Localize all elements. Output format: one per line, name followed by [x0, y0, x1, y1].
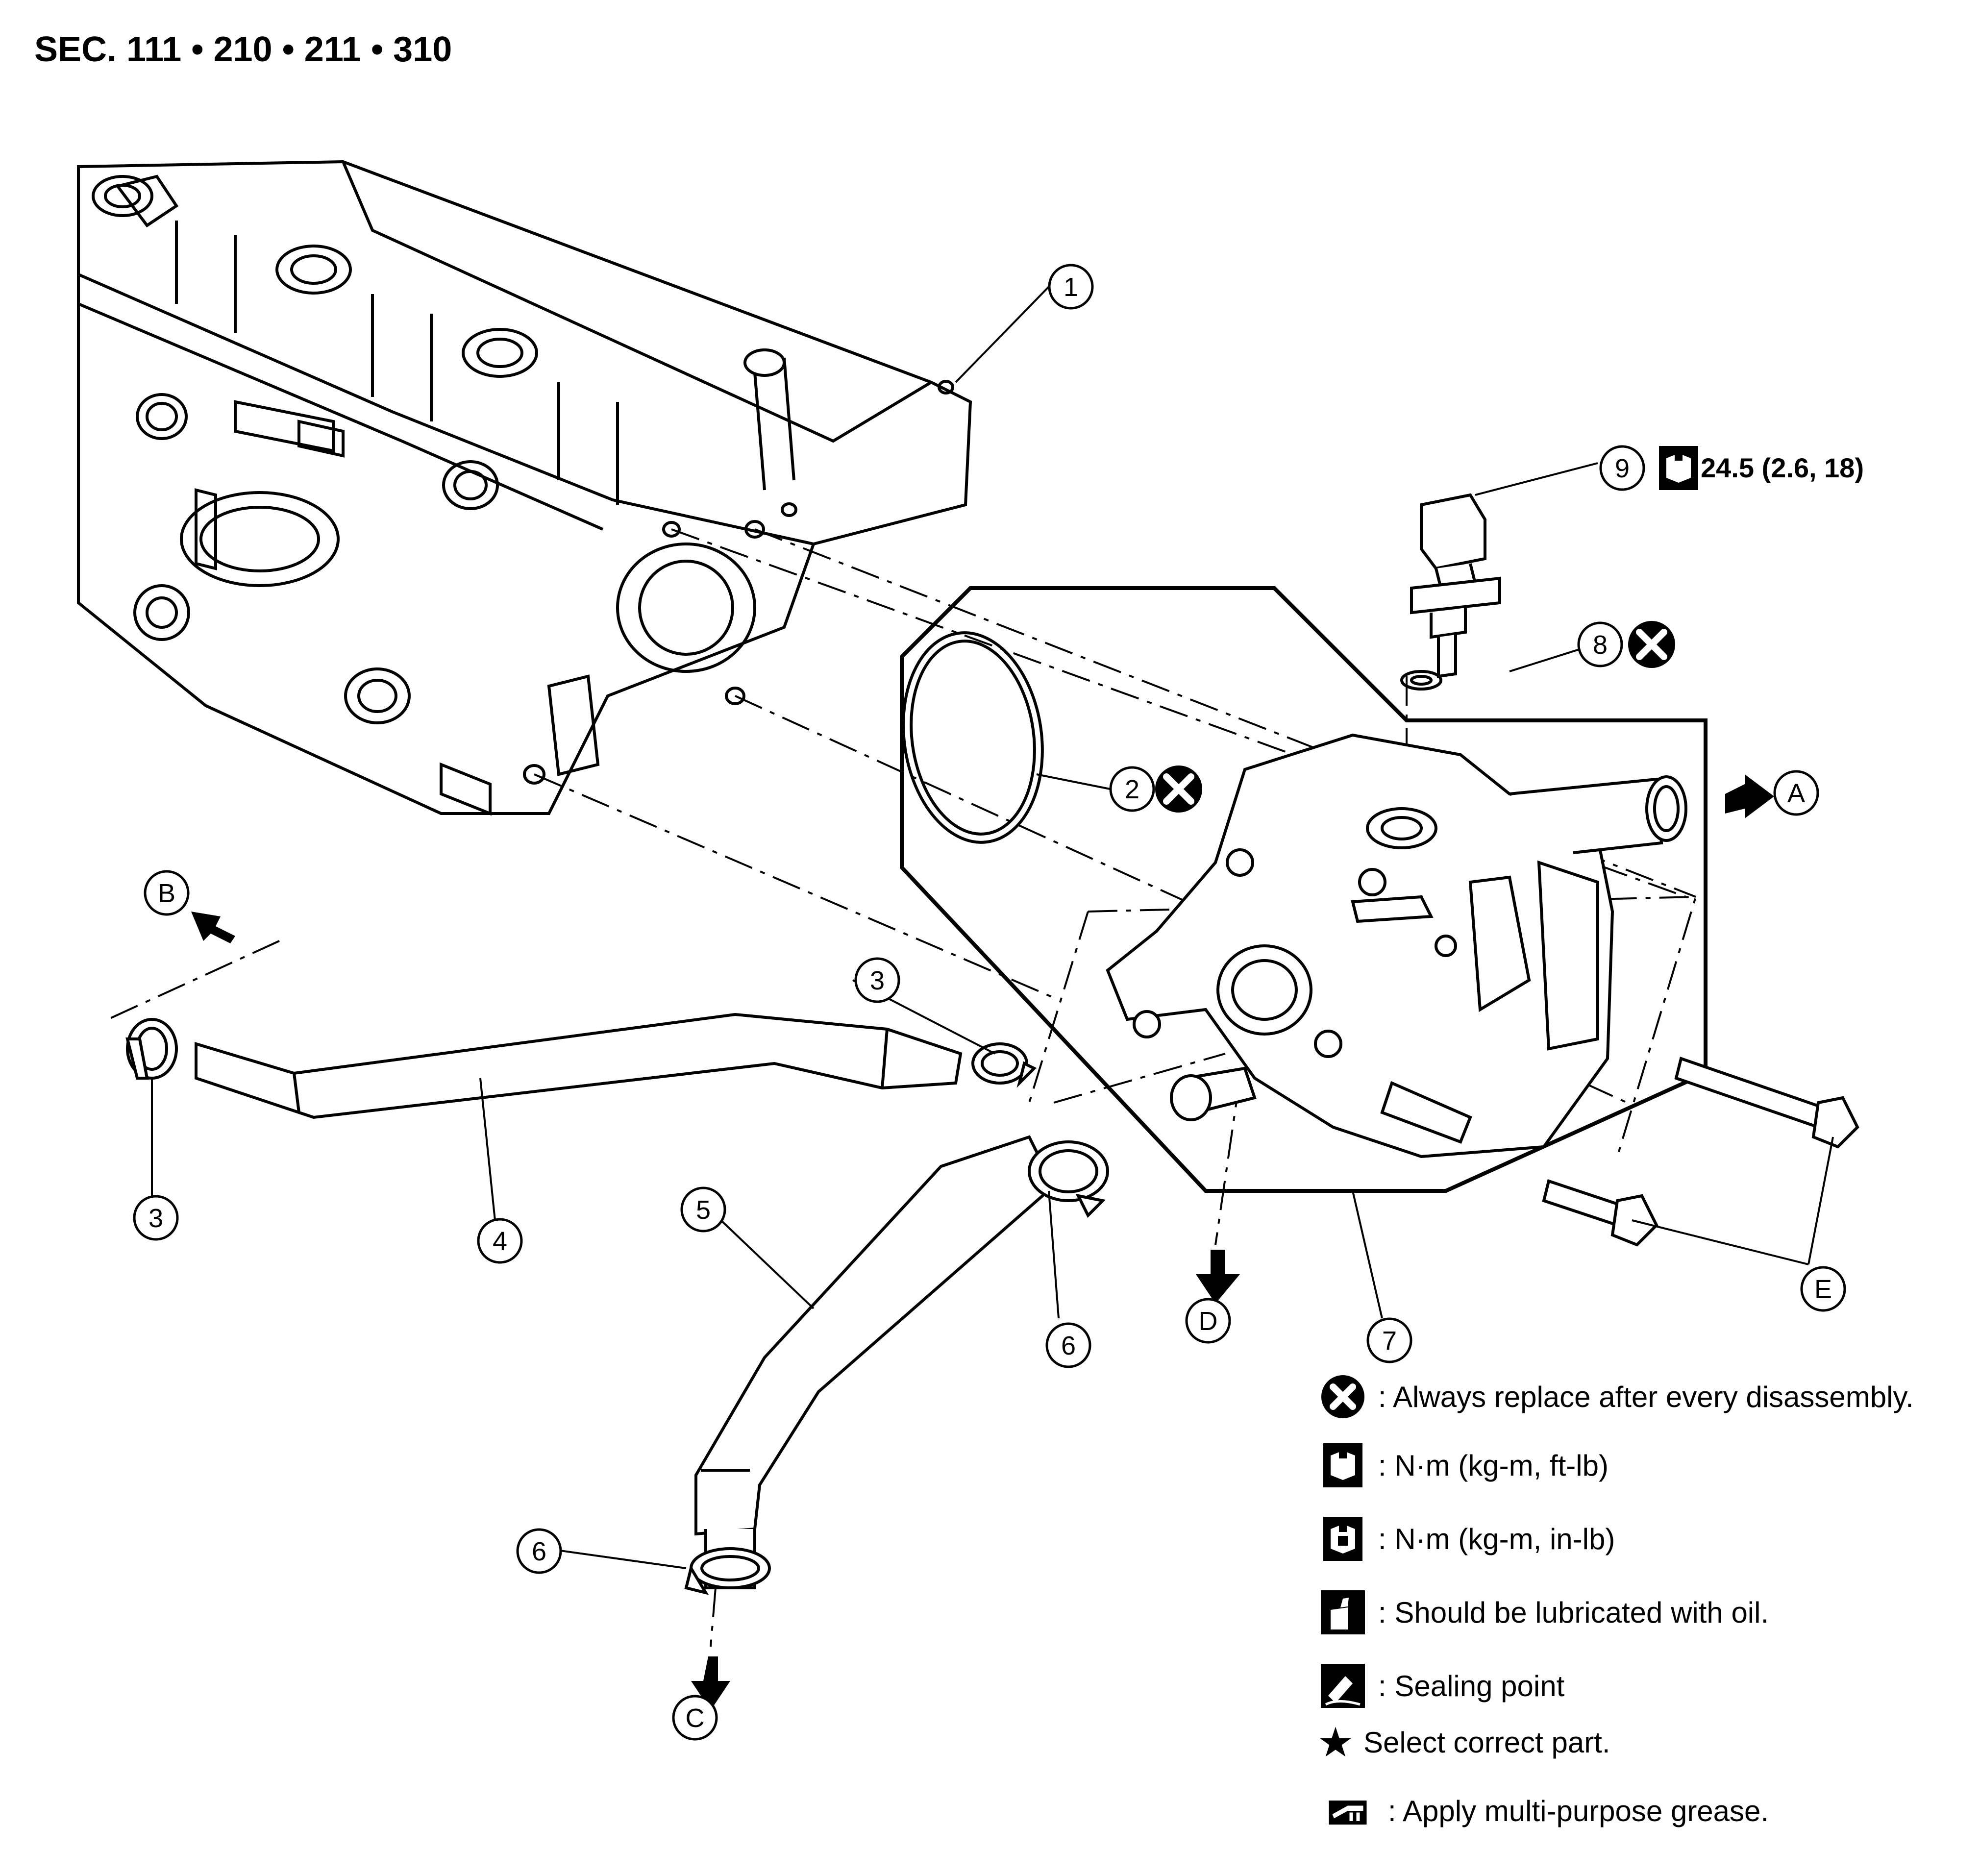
callout-2: 2	[1109, 766, 1155, 812]
callout-c: C	[672, 1695, 718, 1741]
callout-7: 7	[1366, 1317, 1412, 1363]
star-icon	[1319, 1727, 1352, 1757]
legend-row-torque-ftlb: : N·m (kg-m, ft-lb)	[1318, 1441, 1609, 1490]
callout-d: D	[1185, 1298, 1231, 1344]
svg-text:1: 1	[1064, 272, 1078, 302]
callout-3-lower: 3	[133, 1195, 179, 1241]
legend-row-torque-inlb: : N·m (kg-m, in-lb)	[1318, 1514, 1615, 1563]
svg-text:5: 5	[696, 1195, 711, 1225]
legend-text-sealing: : Sealing point	[1378, 1669, 1565, 1703]
legend-row-sealing: : Sealing point	[1318, 1661, 1564, 1710]
callout-8: 8	[1577, 621, 1623, 667]
callout-4: 4	[477, 1218, 523, 1264]
svg-text:7: 7	[1382, 1326, 1397, 1356]
svg-text:6: 6	[1061, 1331, 1076, 1360]
arrow-b	[191, 912, 235, 943]
hose-clamps	[125, 1018, 1109, 1595]
legend-row-replace: : Always replace after every disassembly…	[1318, 1372, 1914, 1421]
o-ring	[902, 631, 1044, 844]
section-title: SEC. 111 • 210 • 211 • 310	[34, 30, 452, 69]
svg-text:3: 3	[148, 1204, 163, 1233]
arrow-c	[691, 1656, 730, 1710]
svg-text:6: 6	[532, 1537, 546, 1566]
torque-inlb-icon	[1323, 1517, 1362, 1561]
callout-6-bottom: 6	[516, 1528, 562, 1574]
callout-e: E	[1800, 1266, 1846, 1312]
sealant-icon	[1321, 1664, 1365, 1708]
callout-6-right: 6	[1045, 1322, 1091, 1368]
oil-can-icon	[1321, 1590, 1365, 1634]
legend-text-torque-ftlb: : N·m (kg-m, ft-lb)	[1378, 1449, 1609, 1482]
flow-arrows	[191, 774, 1774, 1710]
water-hose-4	[195, 1012, 963, 1119]
leader-lines	[151, 286, 1834, 1569]
sensor-gasket	[1400, 670, 1442, 691]
callout-a: A	[1773, 770, 1819, 816]
callout-1: 1	[1048, 264, 1094, 310]
svg-text:9: 9	[1615, 454, 1630, 483]
torque-spec: 24.5 (2.6, 18)	[1701, 452, 1864, 483]
legend-row-oil: : Should be lubricated with oil.	[1318, 1588, 1769, 1637]
callout-5: 5	[680, 1186, 726, 1233]
temperature-sensor	[1410, 493, 1501, 678]
replace-x-icon	[1321, 1375, 1364, 1418]
grease-gun-icon	[1329, 1801, 1367, 1825]
legend-text-oil: : Should be lubricated with oil.	[1378, 1596, 1769, 1629]
legend-text-replace: : Always replace after every disassembly…	[1378, 1380, 1914, 1413]
svg-text:E: E	[1814, 1275, 1832, 1304]
callout-9: 9	[1599, 445, 1645, 491]
thermostat-assembly-frame	[900, 586, 1708, 1193]
arrow-a	[1725, 774, 1774, 818]
arrow-d	[1196, 1250, 1240, 1304]
legend-text-torque-inlb: : N·m (kg-m, in-lb)	[1378, 1522, 1615, 1555]
callout-3-upper: 3	[854, 957, 900, 1003]
legend-text-grease: : Apply multi-purpose grease.	[1388, 1794, 1769, 1827]
svg-text:2: 2	[1125, 775, 1139, 804]
svg-text:D: D	[1199, 1307, 1218, 1336]
svg-text:A: A	[1787, 779, 1805, 808]
torque-wrench-icon	[1659, 446, 1698, 490]
svg-text:8: 8	[1593, 630, 1608, 660]
svg-text:B: B	[158, 879, 175, 908]
water-hose-5	[694, 1135, 1056, 1589]
cylinder-head	[77, 160, 972, 816]
svg-text:3: 3	[870, 966, 885, 995]
replace-x-icon	[1155, 765, 1202, 813]
callout-b: B	[144, 870, 190, 916]
svg-text:4: 4	[493, 1227, 507, 1256]
svg-text:C: C	[686, 1703, 705, 1733]
replace-x-icon	[1628, 621, 1675, 668]
legend-row-star: Select correct part.	[1318, 1725, 1610, 1759]
legend-row-grease: : Apply multi-purpose grease.	[1318, 1794, 1769, 1828]
legend-text-star: Select correct part.	[1363, 1726, 1610, 1759]
torque-ftlb-icon	[1323, 1443, 1362, 1487]
water-outlet-housing	[1106, 733, 1687, 1159]
